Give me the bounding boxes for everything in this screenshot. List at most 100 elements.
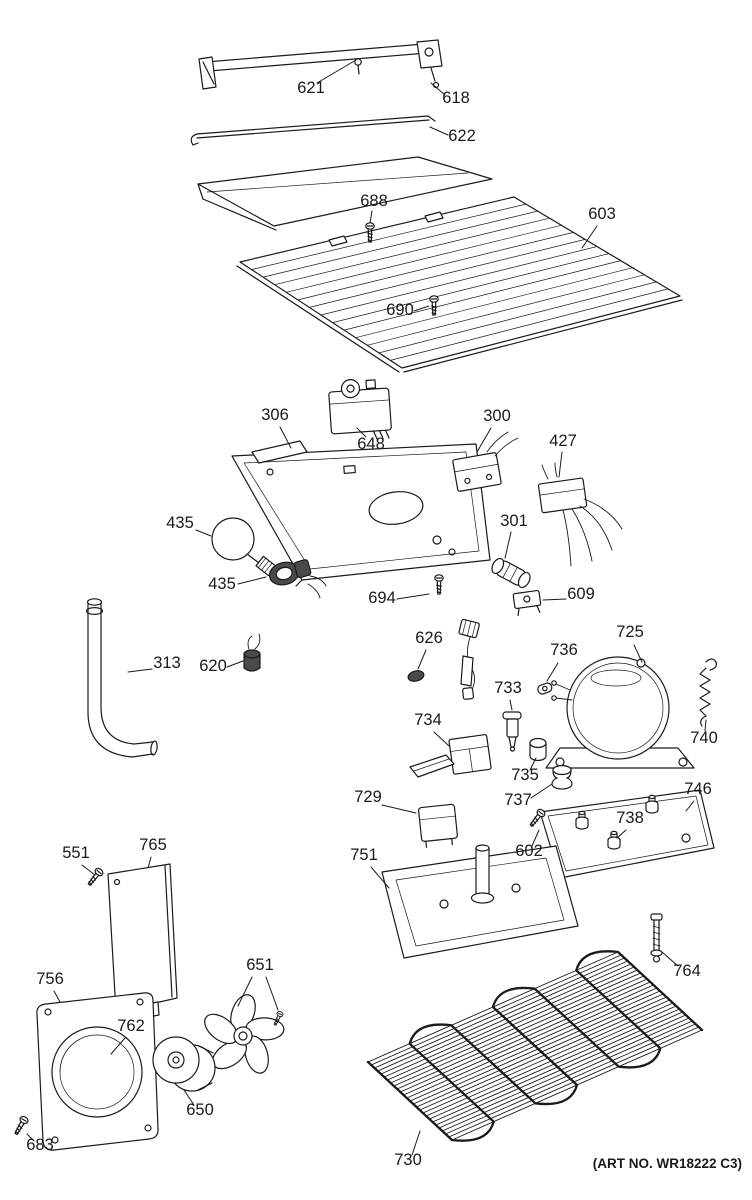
part-cover-panel-603 [236,196,683,373]
leader-line [581,225,598,249]
part-label-736: 736 [550,641,578,659]
leader-line [356,427,367,438]
part-label-620: 620 [199,657,227,675]
part-mounting-plate-746 [539,789,715,879]
leader-line [531,829,540,847]
leader-line [147,856,152,869]
part-sensor-harness-626 [407,618,480,700]
part-clip-736 [537,682,553,695]
part-label-306: 306 [261,406,289,424]
leader-line [433,731,450,747]
labels-layer: 6216186226886036903066483004274354353016… [26,59,718,1169]
leader-line [429,126,449,136]
part-grommet-737 [551,764,573,790]
part-switch-609 [512,589,542,616]
part-label-602: 602 [515,842,543,860]
part-label-765: 765 [139,836,167,854]
part-compressor-725 [545,656,695,769]
leader-line [616,829,627,839]
part-label-626: 626 [415,629,443,647]
leader-line [381,804,417,814]
part-light-bulb-435 [211,517,277,577]
standpipe [470,844,495,904]
part-defrost-timer-648 [328,379,392,440]
part-bracket-tray-306 [231,440,491,587]
part-label-622: 622 [448,127,476,145]
part-grommet-620 [243,633,261,672]
part-label-683: 683 [26,1136,54,1154]
leader-line [279,426,292,449]
part-label-650: 650 [186,1101,214,1119]
part-label-313: 313 [153,654,181,672]
leader-line [704,719,707,732]
screw-683 [11,1114,30,1137]
part-label-300: 300 [483,407,511,425]
part-label-734: 734 [414,711,442,729]
part-hinge-rod-622 [190,115,436,146]
part-label-688: 688 [360,192,388,210]
part-fan-shroud-756 [36,992,159,1151]
part-fan-blade-651 [204,994,285,1074]
leader-line [396,593,430,600]
leader-line [316,59,357,84]
part-relay-734 [409,734,492,778]
part-label-729: 729 [354,788,382,806]
part-label-735: 735 [511,766,539,784]
leader-line [26,1133,35,1142]
part-label-764: 764 [673,962,701,980]
leader-line [127,668,153,673]
part-label-751: 751 [350,846,378,864]
part-label-648: 648 [357,435,385,453]
leader-line [685,800,695,812]
part-label-733: 733 [494,679,522,697]
leader-line [529,757,537,771]
part-label-762: 762 [117,1017,145,1035]
part-fan-motor-650 [152,1036,216,1092]
leader-line [237,976,253,1007]
part-label-738: 738 [616,809,644,827]
part-label-756: 756 [36,970,64,988]
leader-line [183,1089,195,1106]
leader-line [546,662,559,682]
leader-line [265,976,279,1011]
leader-line [226,660,244,668]
part-cap-735 [529,737,547,762]
leader-line [504,531,512,559]
part-label-725: 725 [616,623,644,641]
leader-line [81,864,96,876]
part-label-301: 301 [500,512,528,530]
leader-line [417,649,427,670]
part-label-551: 551 [62,844,90,862]
part-relay-427 [537,462,623,567]
leader-line [430,82,446,96]
leader-line [509,699,513,711]
part-spring-740 [699,658,717,727]
part-label-737: 737 [504,791,532,809]
screw-694 [434,574,444,595]
part-thermostat-300 [452,431,519,492]
part-lamp-socket-435 [268,559,327,599]
part-label-746: 746 [684,780,712,798]
leader-line [110,1037,126,1055]
part-top-hinge-rail [198,39,443,90]
leader-line [369,210,373,224]
leader-line [53,990,61,1003]
leader-line [237,576,267,585]
part-drain-pan-751 [381,844,579,959]
leader-line [195,529,212,537]
part-label-603: 603 [588,205,616,223]
part-condenser-coil-730 [366,950,704,1142]
part-roller-301 [491,557,531,589]
part-valve-733 [502,711,522,752]
leader-line [476,427,492,453]
leader-line [413,305,430,312]
part-label-690: 690 [386,301,414,319]
leader-line [661,951,679,967]
leader-line [530,783,553,799]
leader-line [411,1130,421,1156]
part-label-427: 427 [549,432,577,450]
part-relay-cover-729 [418,803,458,848]
part-bolt-764 [650,913,663,963]
part-drain-tube-313 [85,598,158,758]
